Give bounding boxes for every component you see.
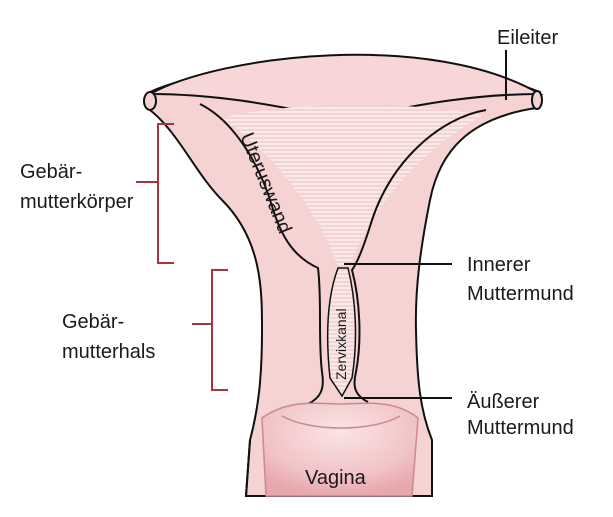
tube-end-left	[143, 91, 157, 111]
label-fallopian-tube: Eileiter	[497, 27, 558, 49]
tube-end-right	[531, 90, 543, 110]
label-internal-os-line1: Innerer	[467, 254, 531, 276]
label-vagina: Vagina	[305, 467, 367, 489]
cervix-bracket	[192, 269, 228, 391]
cervical-canal	[326, 267, 357, 398]
label-external-os-line1: Äußerer	[467, 391, 540, 413]
uterus-body-bracket	[136, 123, 174, 264]
label-uterus-body-line1: Gebär-	[20, 161, 82, 183]
vaginal-cavity	[261, 402, 419, 497]
label-external-os-line2: Muttermund	[467, 417, 574, 439]
vagina-outer-left	[245, 439, 251, 497]
label-cervix-line2: mutterhals	[62, 341, 155, 363]
external-os-rim	[281, 415, 401, 429]
uterine-wall-left	[199, 103, 324, 405]
uterine-cavity	[222, 104, 482, 270]
uterine-wall-right	[350, 109, 487, 403]
label-cervical-canal: Zervixkanal	[333, 308, 349, 380]
label-uterus-body-line2: mutterkörper	[20, 191, 134, 213]
label-cervix-line1: Gebär-	[62, 311, 124, 333]
label-internal-os-line2: Muttermund	[467, 283, 574, 305]
